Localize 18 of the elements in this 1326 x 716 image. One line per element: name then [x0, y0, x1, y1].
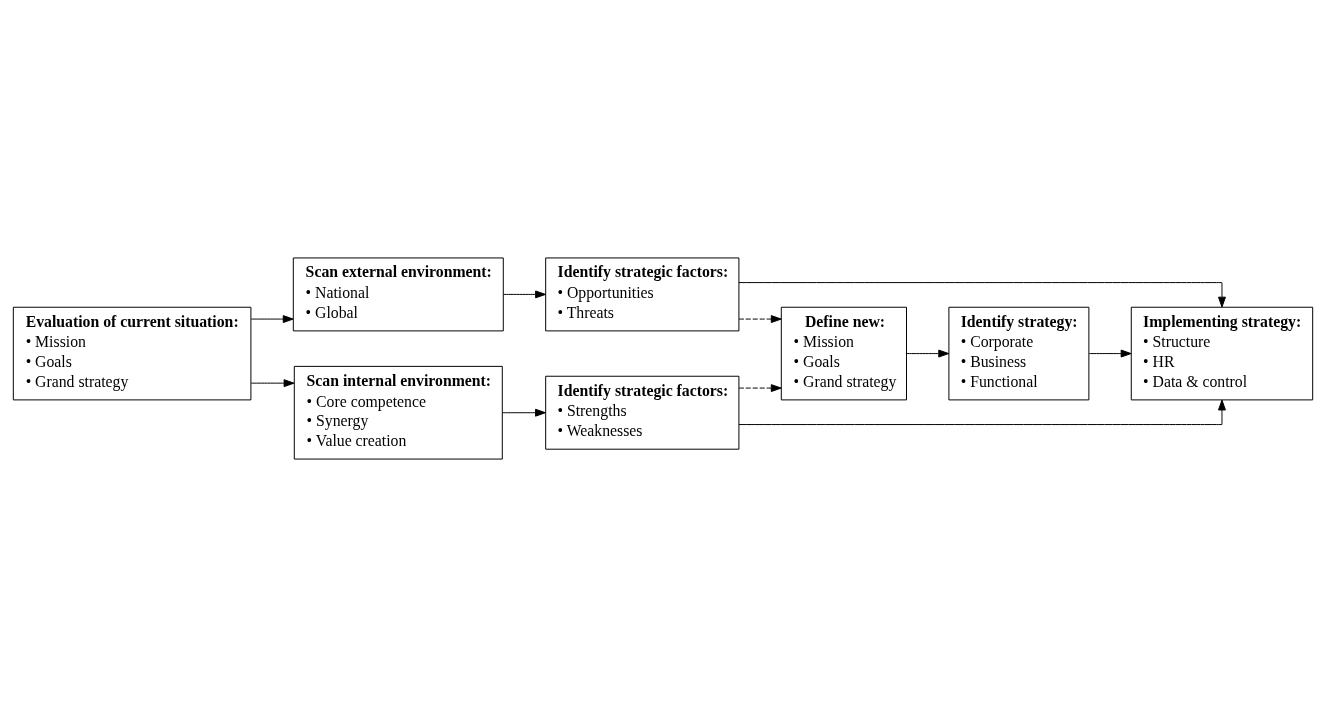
- arrow: [906, 349, 950, 357]
- node-box: Identify strategic factors: • Strengths • Weaknesses: [545, 375, 740, 450]
- arrow: [503, 289, 546, 298]
- node-box: Define new: • Mission • Goals • Grand strategy: [780, 306, 907, 400]
- arrow: [738, 399, 1226, 425]
- node-box: Scan internal environment: • Core competence • Synergy • Value creation: [293, 365, 503, 460]
- node-box: Scan external environment: • National • Global: [292, 256, 504, 331]
- arrow: [502, 408, 546, 417]
- node-box: Identify strategic factors: • Opportunities • Threats: [545, 256, 740, 331]
- arrow: [738, 314, 782, 323]
- node-box: Implementing strategy: • Structure • HR • Data & control: [1130, 306, 1314, 400]
- arrow: [250, 378, 295, 387]
- arrow: [250, 314, 294, 323]
- node-box: Identify strategy: • Corporate • Business • Functional: [948, 306, 1090, 400]
- arrow: [738, 383, 782, 392]
- arrow: [738, 281, 1226, 307]
- arrow: [1088, 349, 1132, 357]
- node-box: Evaluation of current situation: • Mission • Goals • Grand strategy: [12, 306, 252, 400]
